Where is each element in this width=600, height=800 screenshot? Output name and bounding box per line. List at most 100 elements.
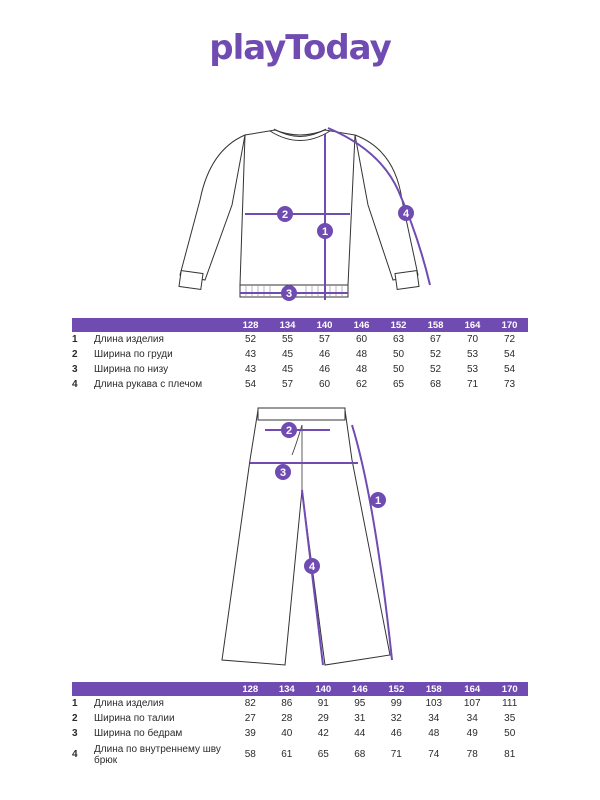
cell-value: 91 bbox=[317, 698, 329, 709]
sweater-marker-3: 3 bbox=[281, 285, 297, 301]
cell-value: 78 bbox=[466, 749, 478, 760]
cell-value: 34 bbox=[466, 713, 478, 724]
table-row: 3 Ширина по бедрам 39 40 42 44 46 48 49 … bbox=[72, 726, 528, 741]
table-row: 1 Длина изделия 82 86 91 95 99 103 107 1… bbox=[72, 696, 528, 711]
table-row: 4 Длина по внутреннему шву брюк 58 61 65… bbox=[72, 741, 528, 768]
pants-marker-4: 4 bbox=[304, 558, 320, 574]
cell-value: 46 bbox=[318, 349, 331, 360]
cell-value: 40 bbox=[281, 728, 293, 739]
cell-value: 55 bbox=[281, 334, 294, 345]
svg-text:4: 4 bbox=[309, 561, 316, 573]
row-label: Длина рукава с плечом bbox=[94, 379, 203, 390]
sweater-illustration: 1 2 3 4 bbox=[178, 127, 431, 301]
cell-value: 57 bbox=[281, 379, 294, 390]
cell-value: 60 bbox=[318, 379, 331, 390]
cell-value: 34 bbox=[428, 713, 440, 724]
svg-text:3: 3 bbox=[286, 288, 292, 300]
cell-value: 54 bbox=[503, 364, 516, 375]
header-spacer bbox=[72, 318, 232, 332]
row-number: 2 bbox=[72, 349, 78, 360]
svg-text:1: 1 bbox=[375, 495, 381, 507]
cell-value: 49 bbox=[466, 728, 478, 739]
size-header: 164 bbox=[453, 682, 492, 696]
cell-value: 35 bbox=[504, 713, 516, 724]
cell-value: 72 bbox=[503, 334, 516, 345]
cell-value: 111 bbox=[502, 698, 518, 709]
table-row: 2 Ширина по груди 43 45 46 48 50 52 53 5… bbox=[72, 347, 528, 362]
table-row: 2 Ширина по талии 27 28 29 31 32 34 34 3… bbox=[72, 711, 528, 726]
cell-value: 81 bbox=[504, 749, 516, 760]
row-label: Ширина по талии bbox=[94, 713, 175, 724]
size-header: 158 bbox=[417, 318, 454, 332]
cell-value: 65 bbox=[317, 749, 329, 760]
cell-value: 73 bbox=[503, 379, 516, 390]
size-header: 170 bbox=[491, 682, 528, 696]
cell-value: 52 bbox=[429, 364, 442, 375]
cell-value: 44 bbox=[354, 728, 366, 739]
cell-value: 57 bbox=[318, 334, 331, 345]
cell-value: 71 bbox=[390, 749, 402, 760]
cell-value: 29 bbox=[317, 713, 329, 724]
row-label: Длина изделия bbox=[94, 698, 164, 709]
size-header: 128 bbox=[232, 318, 269, 332]
sweater-marker-4: 4 bbox=[398, 205, 414, 221]
cell-value: 74 bbox=[428, 749, 440, 760]
size-header: 152 bbox=[378, 682, 415, 696]
size-header: 140 bbox=[306, 318, 343, 332]
cell-value: 48 bbox=[428, 728, 440, 739]
size-header: 152 bbox=[380, 318, 417, 332]
row-number: 1 bbox=[72, 698, 78, 709]
cell-value: 28 bbox=[281, 713, 293, 724]
cell-value: 95 bbox=[354, 698, 366, 709]
table-row: 4 Длина рукава с плечом 54 57 60 62 65 6… bbox=[72, 377, 528, 392]
cell-value: 53 bbox=[466, 364, 479, 375]
row-number: 4 bbox=[72, 379, 78, 390]
cell-value: 31 bbox=[354, 713, 366, 724]
pants-marker-1: 1 bbox=[370, 492, 386, 508]
table-row: 3 Ширина по низу 43 45 46 48 50 52 53 54 bbox=[72, 362, 528, 377]
cell-value: 107 bbox=[463, 698, 481, 709]
cell-value: 45 bbox=[281, 349, 294, 360]
row-number: 2 bbox=[72, 713, 78, 724]
size-header: 164 bbox=[454, 318, 491, 332]
row-label: Длина по внутреннему шву брюк bbox=[94, 743, 221, 766]
cell-value: 46 bbox=[390, 728, 402, 739]
size-header: 146 bbox=[343, 318, 380, 332]
size-header-row: 128 134 140 146 152 158 164 170 bbox=[72, 682, 528, 696]
cell-value: 50 bbox=[504, 728, 516, 739]
cell-value: 58 bbox=[244, 749, 256, 760]
pants-size-table: 128 134 140 146 152 158 164 170 1 Длина … bbox=[72, 682, 528, 768]
row-number: 4 bbox=[72, 749, 78, 760]
size-header: 134 bbox=[269, 318, 306, 332]
cell-value: 65 bbox=[392, 379, 405, 390]
sweater-marker-2: 2 bbox=[277, 206, 293, 222]
cell-value: 103 bbox=[425, 698, 443, 709]
cell-value: 61 bbox=[281, 749, 293, 760]
size-header: 128 bbox=[232, 682, 269, 696]
cell-value: 70 bbox=[466, 334, 479, 345]
cell-value: 60 bbox=[355, 334, 368, 345]
cell-value: 50 bbox=[392, 364, 405, 375]
svg-text:3: 3 bbox=[280, 467, 286, 479]
cell-value: 42 bbox=[317, 728, 329, 739]
cell-value: 46 bbox=[318, 364, 331, 375]
cell-value: 68 bbox=[354, 749, 366, 760]
cell-value: 45 bbox=[281, 364, 294, 375]
svg-text:2: 2 bbox=[282, 209, 288, 221]
size-header: 134 bbox=[268, 682, 306, 696]
pants-marker-2: 2 bbox=[281, 422, 297, 438]
cell-value: 52 bbox=[429, 349, 442, 360]
cell-value: 39 bbox=[244, 728, 256, 739]
cell-value: 86 bbox=[281, 698, 293, 709]
cell-value: 52 bbox=[244, 334, 257, 345]
cell-value: 54 bbox=[244, 379, 257, 390]
pants-marker-3: 3 bbox=[275, 464, 291, 480]
size-header-row: 128 134 140 146 152 158 164 170 bbox=[72, 318, 528, 332]
cell-value: 27 bbox=[244, 713, 256, 724]
row-label: Ширина по бедрам bbox=[94, 728, 183, 739]
svg-text:4: 4 bbox=[403, 208, 410, 220]
cell-value: 50 bbox=[392, 349, 405, 360]
size-header: 170 bbox=[491, 318, 528, 332]
cell-value: 99 bbox=[390, 698, 402, 709]
header-spacer bbox=[72, 682, 232, 696]
